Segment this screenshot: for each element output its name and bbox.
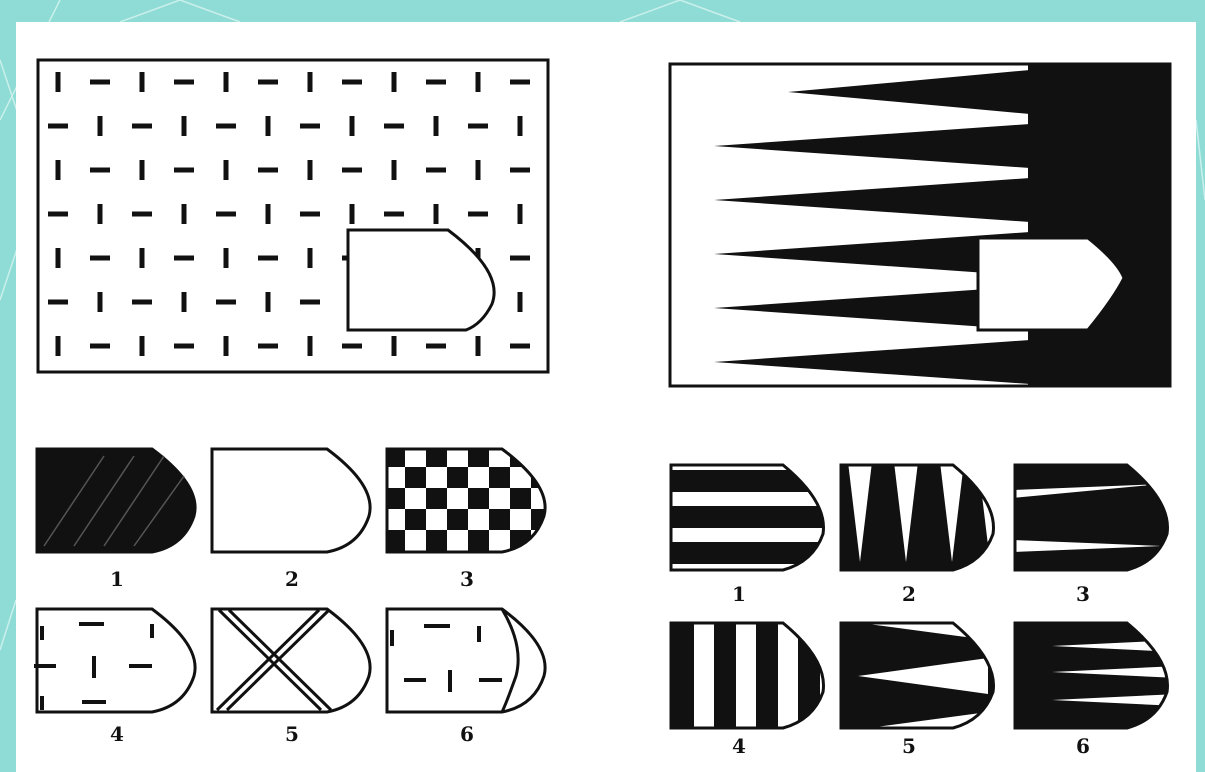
checker-square xyxy=(510,509,531,530)
left-option-5-label: 5 xyxy=(277,722,307,746)
checker-square xyxy=(510,551,531,556)
right-option-2[interactable] xyxy=(838,462,1003,574)
right-option-5[interactable] xyxy=(838,620,1003,732)
left-option-3[interactable] xyxy=(384,446,549,556)
left-option-6[interactable] xyxy=(384,606,549,716)
left-option-1[interactable] xyxy=(34,446,199,556)
left-option-6-label: 6 xyxy=(452,722,482,746)
right-option-5-label: 5 xyxy=(894,734,924,758)
checker-square xyxy=(468,530,489,551)
right-option-1[interactable] xyxy=(668,462,833,574)
checker-square xyxy=(405,488,426,509)
checker-square xyxy=(405,509,426,530)
checker-square xyxy=(531,446,549,467)
checker-square xyxy=(468,467,489,488)
content-card: 1 2 3 4 5 6 1 2 3 xyxy=(16,22,1196,772)
checker-square xyxy=(426,467,447,488)
checker-square xyxy=(489,530,510,551)
left-option-3-label: 3 xyxy=(452,567,482,591)
left-option-2-label: 2 xyxy=(277,567,307,591)
checker-square xyxy=(447,488,468,509)
right-main-pattern xyxy=(668,62,1180,392)
right-option-4-label: 4 xyxy=(724,734,754,758)
right-option-3[interactable] xyxy=(1012,462,1177,574)
right-option-4[interactable] xyxy=(668,620,833,732)
right-option-1-label: 1 xyxy=(724,582,754,606)
left-option-4-label: 4 xyxy=(102,722,132,746)
checker-square xyxy=(426,488,447,509)
right-option-3-label: 3 xyxy=(1068,582,1098,606)
checker-square xyxy=(447,509,468,530)
left-option-4[interactable] xyxy=(34,606,199,716)
right-option-6-label: 6 xyxy=(1068,734,1098,758)
checker-square xyxy=(531,551,549,556)
checker-square xyxy=(489,488,510,509)
checker-square xyxy=(447,530,468,551)
checker-square xyxy=(510,488,531,509)
checker-square xyxy=(447,467,468,488)
right-option-6[interactable] xyxy=(1012,620,1177,732)
left-option-1-label: 1 xyxy=(102,567,132,591)
right-option-2-label: 2 xyxy=(894,582,924,606)
checker-square xyxy=(426,509,447,530)
checker-square xyxy=(489,509,510,530)
checker-square xyxy=(468,509,489,530)
checker-square xyxy=(489,467,510,488)
checker-square xyxy=(405,467,426,488)
left-main-pattern xyxy=(36,58,572,378)
checker-square xyxy=(468,488,489,509)
checker-square xyxy=(426,530,447,551)
checker-square xyxy=(405,530,426,551)
left-option-2[interactable] xyxy=(209,446,374,556)
left-option-5[interactable] xyxy=(209,606,374,716)
